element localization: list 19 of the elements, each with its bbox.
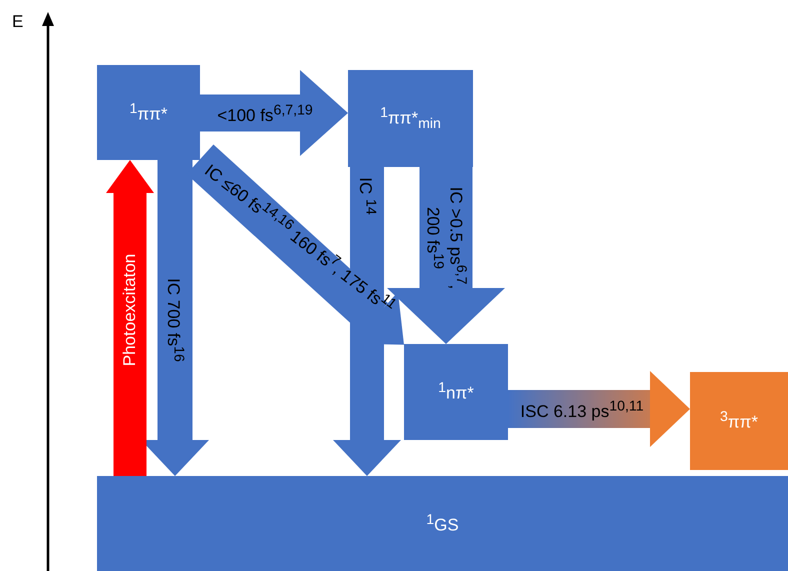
edge-label: Photoexcitaton — [120, 254, 140, 366]
state-box — [97, 476, 788, 571]
block-arrow — [508, 371, 690, 447]
block-arrow — [387, 167, 505, 344]
state-box — [97, 65, 200, 160]
block-arrow — [106, 160, 154, 476]
state-label: $^{1}$ππ*$_{min}$ — [380, 104, 441, 132]
state-box — [348, 70, 473, 167]
edge-label: ISC 6.13 ps$^{10,11}$ — [520, 398, 644, 422]
state-label: $^{3}$ππ* — [720, 409, 758, 433]
state-label: $^{1}$nπ* — [438, 380, 474, 404]
state-label: $^{1}$GS — [426, 512, 459, 536]
state-label: $^{1}$ππ* — [130, 100, 168, 124]
axis-label: E — [12, 12, 24, 32]
block-arrow — [200, 70, 348, 156]
state-box — [690, 372, 788, 470]
state-box — [404, 344, 508, 440]
edge-label: <100 fs$^{6,7,19}$ — [217, 102, 313, 126]
block-arrow — [333, 167, 401, 476]
